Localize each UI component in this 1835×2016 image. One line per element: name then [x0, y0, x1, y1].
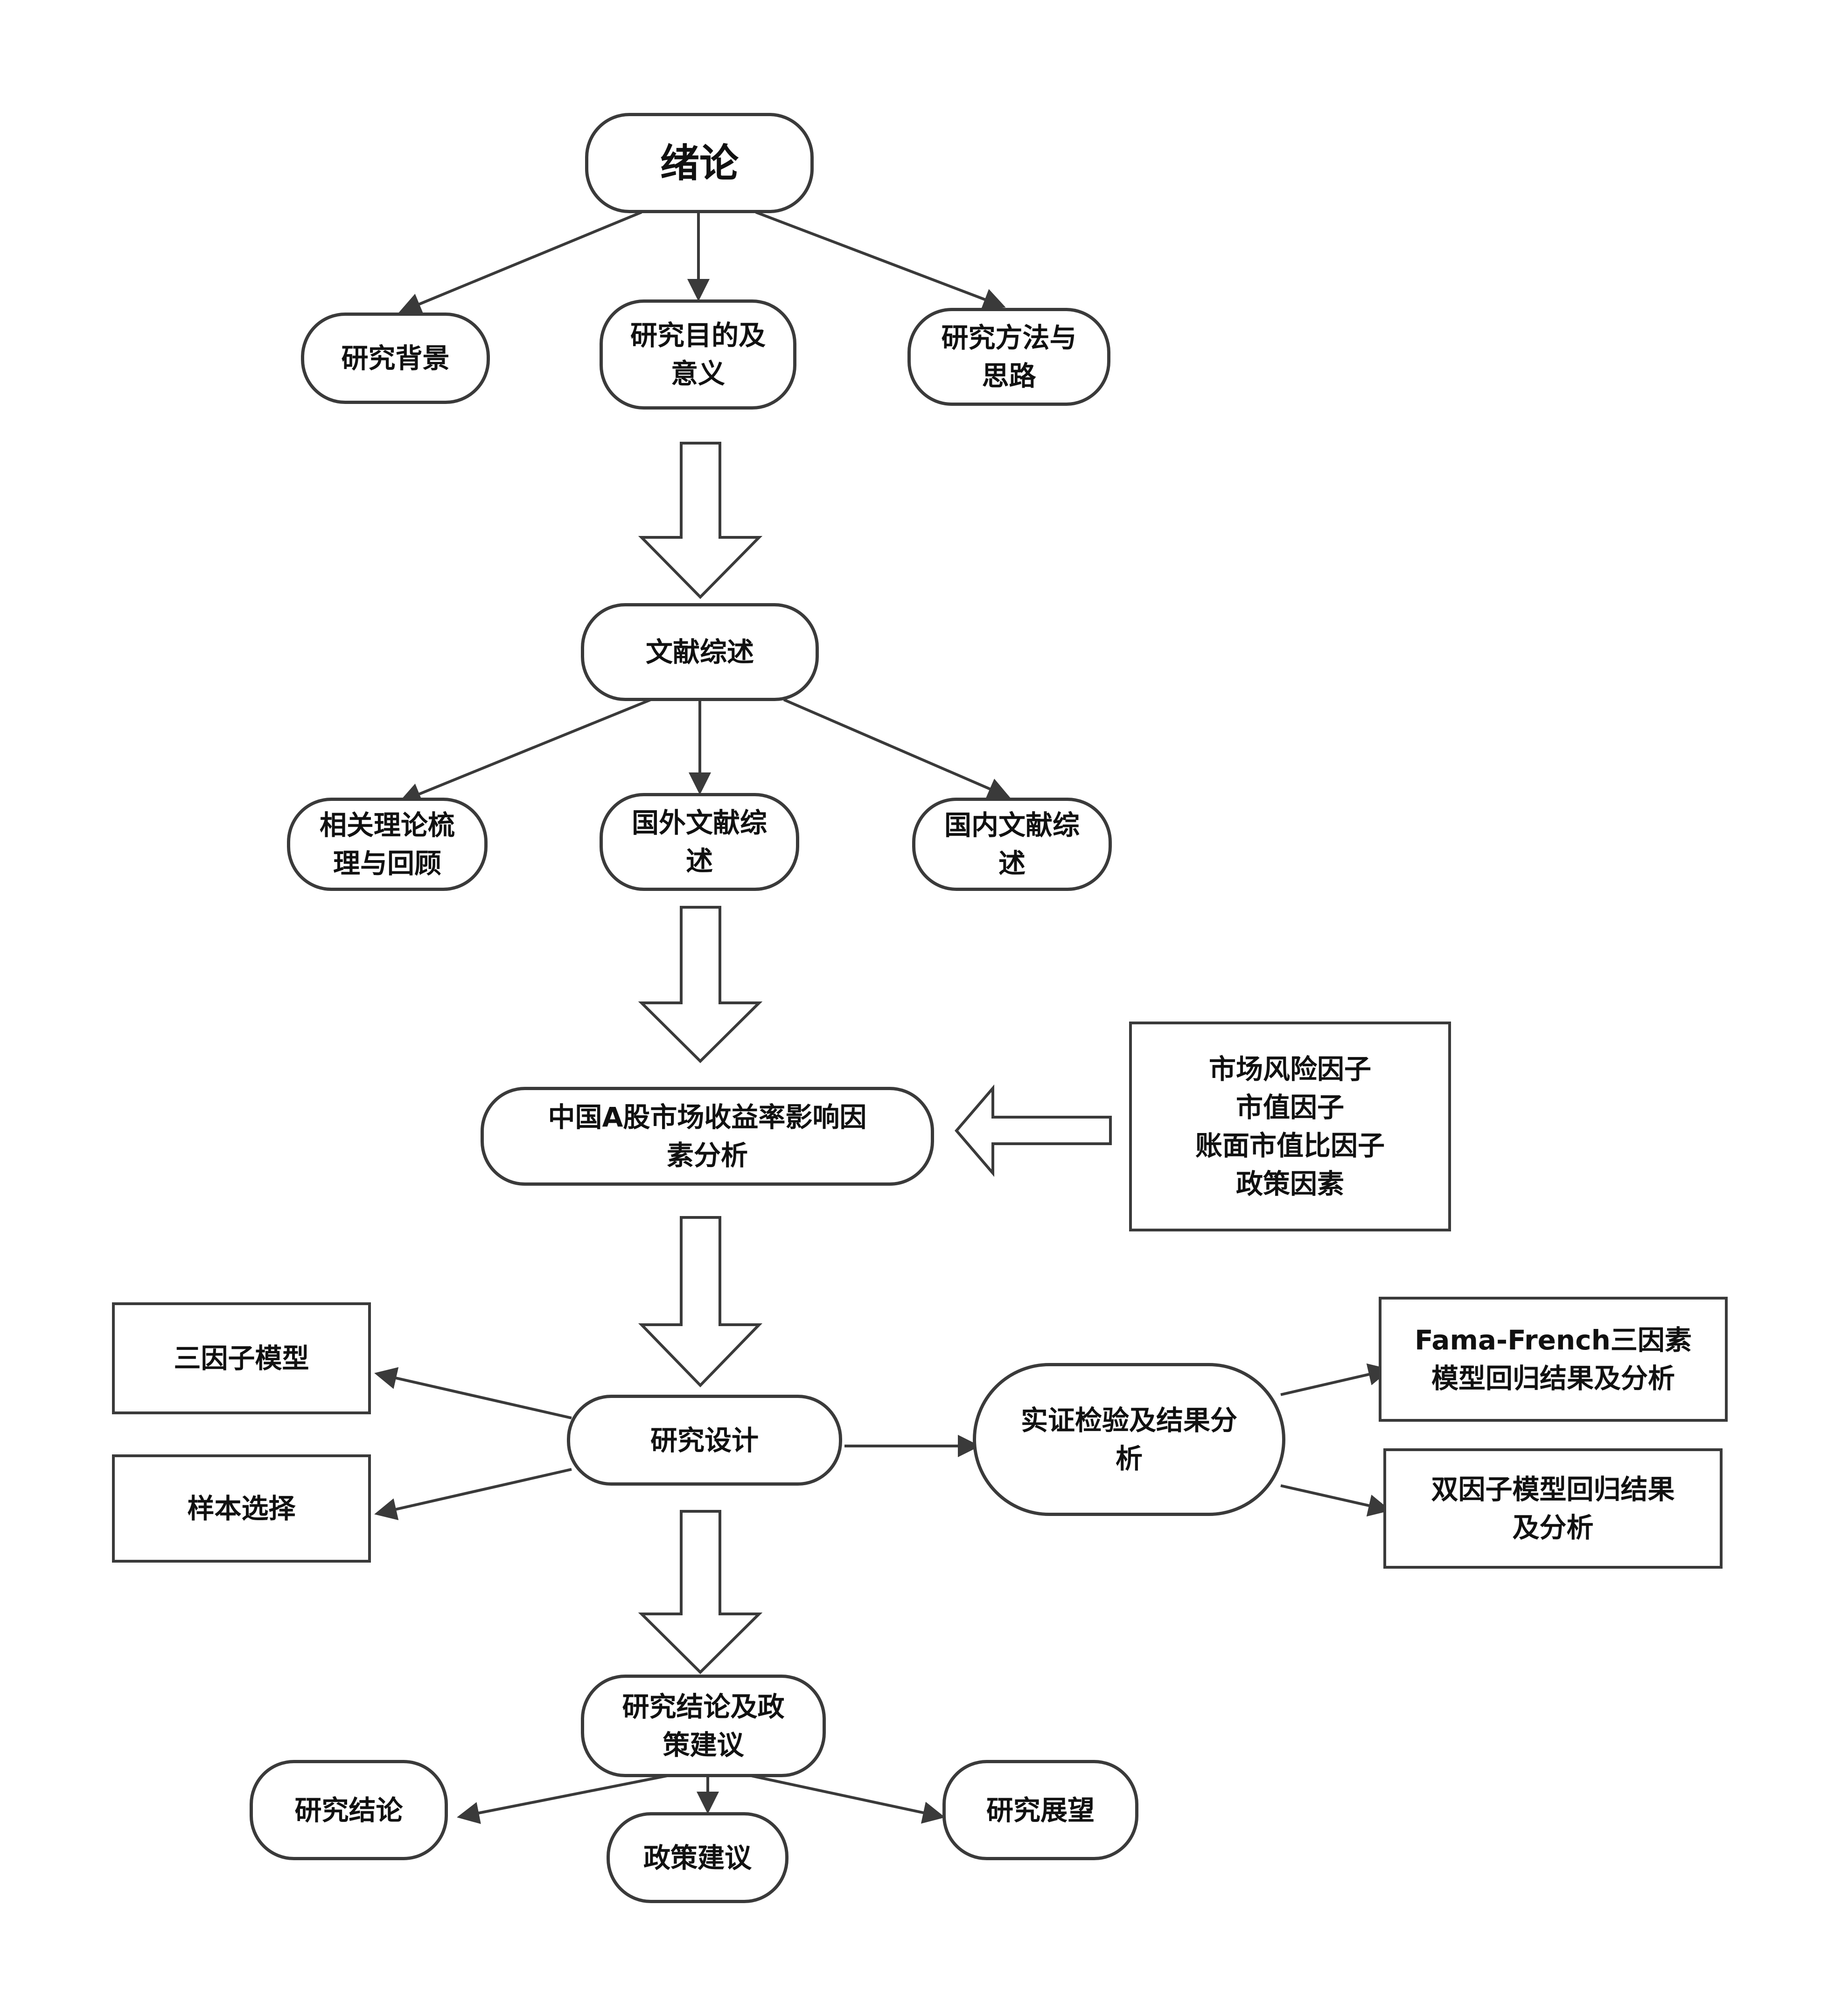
node-sample: 样本选择	[112, 1454, 371, 1563]
node-intro: 绪论	[585, 113, 814, 213]
block-arrow-left	[955, 1084, 1112, 1177]
node-method-label: 研究方法与 思路	[941, 322, 1077, 392]
node-conclusion-label: 研究结论	[294, 1794, 403, 1826]
node-factor-list-label: 市场风险因子 市值因子 账面市值比因子 政策因素	[1195, 1053, 1385, 1200]
node-factors-label: 中国A股市场收益率影响因 素分析	[548, 1101, 867, 1171]
node-outlook: 研究展望	[942, 1760, 1138, 1860]
node-theory: 相关理论梳 理与回顾	[287, 798, 488, 891]
node-policy: 政策建议	[607, 1812, 788, 1903]
node-ff-result: Fama-French三因素 模型回归结果及分析	[1379, 1297, 1728, 1422]
node-two-factor-result-label: 双因子模型回归结果 及分析	[1431, 1474, 1675, 1543]
node-design: 研究设计	[567, 1395, 842, 1486]
node-literature: 文献综述	[581, 603, 819, 701]
connector-empirical-ff	[1280, 1363, 1391, 1396]
node-three-factor: 三因子模型	[112, 1302, 371, 1414]
connector-intro-background	[398, 211, 642, 315]
node-purpose: 研究目的及 意义	[600, 299, 796, 410]
node-sample-label: 样本选择	[187, 1493, 296, 1524]
node-foreign-lit: 国外文献综 述	[600, 793, 799, 891]
connector-design-sample	[374, 1468, 572, 1521]
node-empirical: 实证检验及结果分 析	[973, 1363, 1285, 1516]
node-policy-label: 政策建议	[643, 1842, 752, 1874]
connector-literature-theory	[398, 698, 652, 805]
block-arrow-down-3	[638, 1216, 763, 1388]
node-design-label: 研究设计	[650, 1424, 759, 1456]
node-empirical-label: 实证检验及结果分 析	[1020, 1404, 1237, 1474]
node-two-factor-result: 双因子模型回归结果 及分析	[1383, 1448, 1723, 1569]
connector-final-outlook	[751, 1774, 945, 1824]
node-ff-result-label: Fama-French三因素 模型回归结果及分析	[1415, 1324, 1692, 1394]
node-conclusion-policy-label: 研究结论及政 策建议	[622, 1691, 785, 1761]
connector-design-three-factor	[374, 1367, 572, 1419]
node-domestic-lit: 国内文献综 述	[912, 798, 1112, 891]
node-foreign-lit-label: 国外文献综 述	[631, 807, 767, 877]
node-factors: 中国A股市场收益率影响因 素分析	[481, 1087, 934, 1186]
node-background: 研究背景	[301, 313, 490, 404]
node-outlook-label: 研究展望	[986, 1794, 1095, 1826]
block-arrow-down-1	[638, 442, 763, 599]
node-factor-list: 市场风险因子 市值因子 账面市值比因子 政策因素	[1129, 1022, 1451, 1231]
node-theory-label: 相关理论梳 理与回顾	[319, 809, 455, 879]
node-intro-label: 绪论	[660, 140, 739, 186]
connector-intro-method	[755, 211, 1006, 310]
block-arrow-down-2	[638, 906, 763, 1064]
node-literature-label: 文献综述	[645, 636, 754, 668]
node-domestic-lit-label: 国内文献综 述	[944, 809, 1080, 879]
node-background-label: 研究背景	[341, 342, 450, 374]
node-method: 研究方法与 思路	[907, 308, 1110, 406]
block-arrow-down-4	[638, 1510, 763, 1675]
node-conclusion: 研究结论	[250, 1760, 448, 1860]
node-purpose-label: 研究目的及 意义	[630, 320, 766, 389]
connector-final-conclusion	[457, 1774, 668, 1824]
connector-empirical-two-factor	[1280, 1484, 1391, 1517]
connector-literature-domestic	[783, 698, 1011, 799]
node-conclusion-policy: 研究结论及政 策建议	[581, 1675, 826, 1777]
node-three-factor-label: 三因子模型	[174, 1342, 309, 1374]
